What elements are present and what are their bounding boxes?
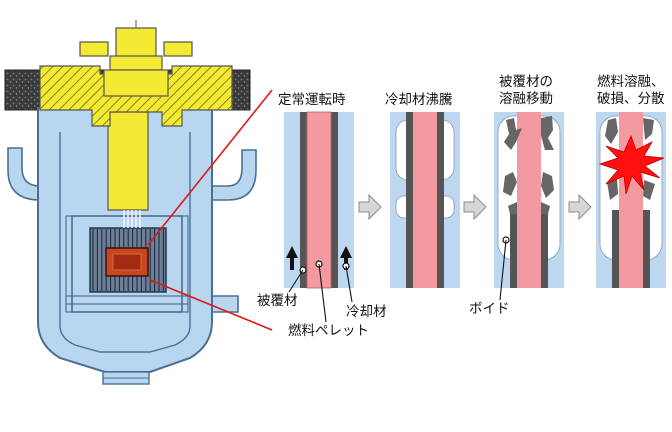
fuel-burst [598,134,665,195]
stage-title-boiling: 冷却材沸騰 [385,92,453,108]
arrow-right-icon [463,193,487,221]
stage-panel-boiling [390,112,460,288]
stage-title-cladding-line2: 溶融移動 [499,91,553,107]
arrow-up-icon [340,246,352,270]
label-cladding: 被覆材 [257,293,298,309]
guide-tubes [123,210,141,228]
callout-lines [147,89,273,331]
label-coolant: 冷却材 [346,304,387,320]
stage-title-cladding-line1: 被覆材の [499,74,553,90]
stage-panel-steady [284,111,354,289]
stage-title-fuel-line1: 燃料溶融、 [597,74,665,90]
stage-title-steady: 定常運転時 [278,92,346,108]
arrow-right-icon [358,193,382,221]
process-arrows [358,193,592,221]
reactor-vessel [4,20,257,385]
head-top-left [79,41,109,57]
head-top-right [163,41,193,57]
vessel-inner-line [59,132,191,353]
stage-title-fuel-line2: 破損、分散 [597,91,665,107]
label-fuel-pellet: 燃料ペレット [288,323,369,339]
pipe-right [204,149,257,201]
stage-panel-cladding-melt [494,112,564,288]
stage-panel-fuel-melt [596,112,666,288]
arrow-right-icon [568,193,592,221]
label-void: ボイド [469,301,510,317]
leader-lines [288,236,510,323]
coolant-flow-arrows [286,246,352,270]
arrow-up-icon [286,246,298,270]
